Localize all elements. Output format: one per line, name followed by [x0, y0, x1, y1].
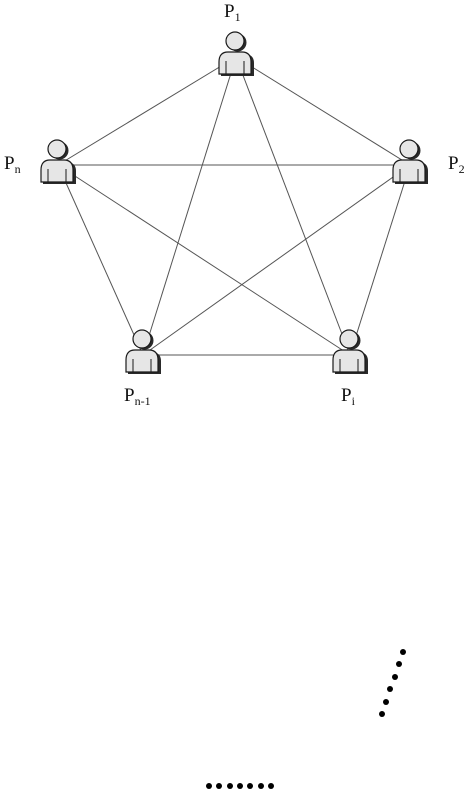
ellipsis-dot	[206, 783, 212, 789]
nodes-layer	[40, 31, 428, 374]
edge-pi-pn	[57, 164, 351, 356]
edge-p1-pn1	[142, 56, 237, 356]
node-label-p1: P1	[224, 1, 241, 24]
ellipsis-dot	[267, 783, 274, 789]
edge-p1-pn	[57, 56, 237, 166]
ellipsis-dot	[391, 673, 398, 680]
ellipsis-dot	[257, 783, 264, 789]
edge-p1-p2	[235, 56, 411, 166]
ellipsis-dot	[395, 661, 402, 668]
edge-p2-pi	[349, 164, 411, 356]
person-icon-pi	[332, 329, 368, 374]
ellipsis-dot	[383, 698, 390, 705]
ellipsis-dot	[387, 686, 394, 693]
ellipsis-dot	[226, 783, 233, 789]
ellipsis-dot	[400, 649, 406, 655]
edge-p1-pi	[235, 56, 351, 356]
person-icon-p2	[392, 139, 428, 184]
node-label-pi: Pi	[341, 385, 355, 408]
edge-p2-pn1	[142, 164, 411, 356]
network-diagram: P1 P2 Pi Pn-1 Pn	[4, 1, 465, 789]
person-icon-pn	[40, 139, 76, 184]
person-icon-pn1	[125, 329, 161, 374]
diagram-canvas	[40, 31, 428, 374]
ellipsis-dot	[236, 783, 243, 789]
ellipsis-dot	[247, 783, 254, 789]
person-icon-p1	[218, 31, 254, 76]
node-label-pn: Pn	[4, 153, 21, 176]
node-label-p2: P2	[448, 153, 465, 176]
node-label-pn1: Pn-1	[124, 385, 151, 408]
ellipsis-dot	[379, 711, 385, 717]
edge-pn1-pn	[57, 164, 144, 356]
ellipsis-dot	[216, 783, 223, 789]
edges-layer	[57, 56, 411, 356]
